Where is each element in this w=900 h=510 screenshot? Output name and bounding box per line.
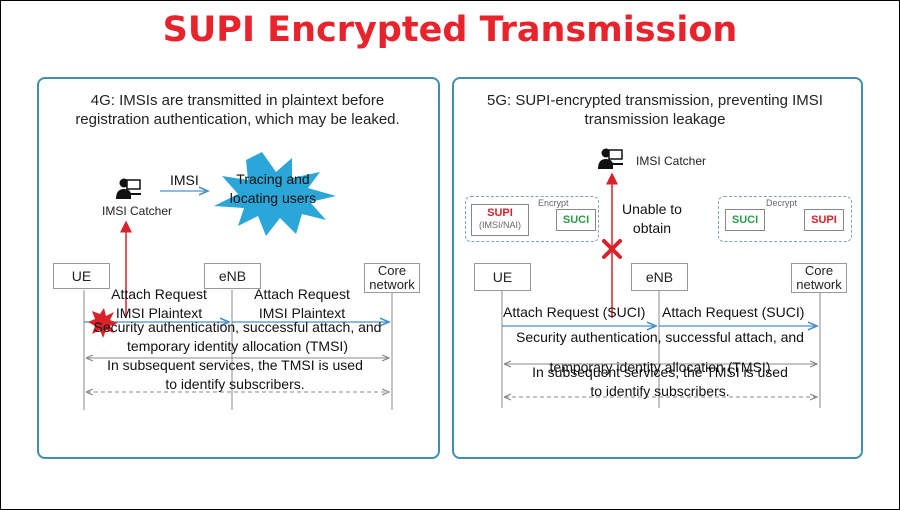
imsi-arrow-label: IMSI <box>170 172 199 188</box>
unable-label: Unable to obtain <box>622 201 682 236</box>
tracing-label: Tracing and locating users <box>229 171 317 206</box>
auth-label-5g: Security authentication, successful atta… <box>516 329 804 375</box>
core-box-5g: Core network <box>791 263 847 293</box>
tracing-starburst <box>214 152 336 236</box>
enb-box-5g: eNB <box>631 263 688 291</box>
suci-box: SUCI <box>556 209 596 231</box>
tmsi-label-5g: In subsequent services, the TMSI is used… <box>532 364 788 399</box>
attach-label-5g-b: Attach Request (SUCI) <box>662 304 805 320</box>
supi-text: SUPI <box>487 207 513 219</box>
leak-star-icon <box>88 308 118 338</box>
decrypt-label: Decrypt <box>766 198 798 208</box>
user-computer-icon <box>116 178 141 199</box>
diagram-title: SUPI Encrypted Transmission <box>162 10 738 50</box>
tmsi-label-4g: In subsequent services, the TMSI is used… <box>107 357 363 392</box>
encrypt-label: Encrypt <box>538 198 569 208</box>
panel-5g-heading: 5G: SUPI-encrypted transmission, prevent… <box>487 92 823 128</box>
ue-box-5g: UE <box>474 263 531 291</box>
imsi-catcher-label-4g: IMSI Catcher <box>102 204 173 218</box>
attach-label-4g-a: Attach Request IMSI Plaintext <box>111 286 207 321</box>
user-computer-icon-5g <box>598 148 623 169</box>
supi-box-2: SUPI <box>804 209 844 231</box>
supi-box: SUPI (IMSI/NAI) <box>471 204 529 236</box>
panel-4g-heading: 4G: IMSIs are transmitted in plaintext b… <box>75 92 400 128</box>
auth-label-4g: Security authentication, successful atta… <box>93 319 382 354</box>
attach-label-5g-a: Attach Request (SUCI) <box>503 304 646 320</box>
red-cross-icon <box>602 239 622 259</box>
core-box-4g: Core network <box>364 263 420 293</box>
suci-box-2: SUCI <box>725 209 765 231</box>
imsi-catcher-label-5g: IMSI Catcher <box>636 154 707 168</box>
supi-sub-text: (IMSI/NAI) <box>479 220 521 230</box>
attach-label-4g-b: Attach Request IMSI Plaintext <box>254 286 350 321</box>
ue-box-4g: UE <box>53 263 110 289</box>
enb-box-4g: eNB <box>204 263 261 289</box>
